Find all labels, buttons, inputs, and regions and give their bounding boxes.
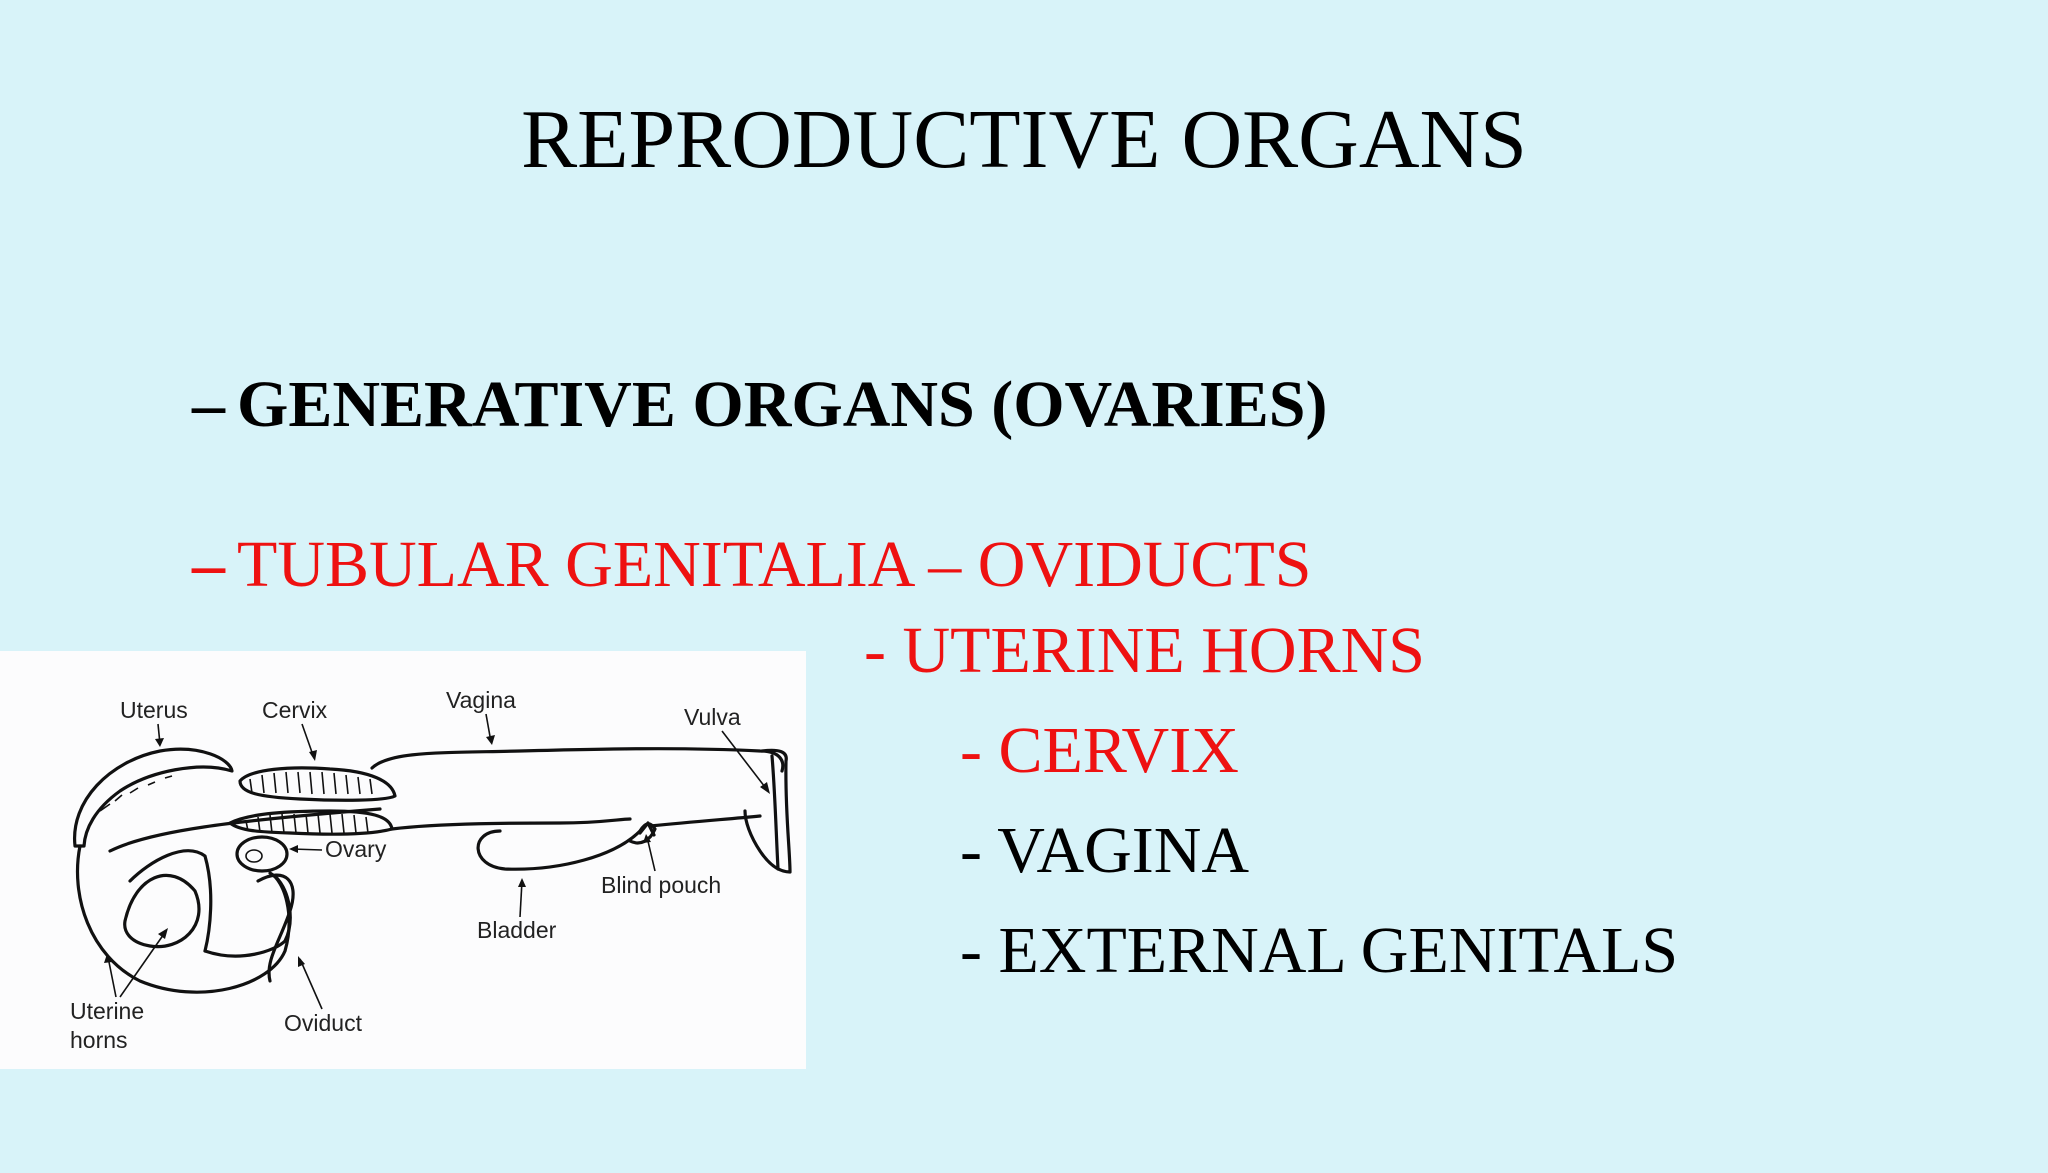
- vulva-shape: [743, 748, 792, 874]
- cervix-shape: [228, 766, 397, 836]
- sub-item-uterine-horns: - UTERINE HORNS: [864, 614, 1425, 687]
- uterus-shape: [73, 747, 382, 994]
- bullet-text: TUBULAR GENITALIA – OVIDUCTS: [237, 528, 1312, 601]
- ovary-shape: [235, 835, 295, 983]
- diagram-drawing: Uterus Cervix Vagina Vulva Ovary Blind p…: [70, 687, 792, 1053]
- bladder-shape: [476, 821, 657, 871]
- sub-item-cervix: - CERVIX: [960, 714, 1239, 787]
- bullet-generative-organs: –GENERATIVE ORGANS (OVARIES): [192, 372, 1327, 438]
- label-bladder: Bladder: [477, 917, 557, 943]
- label-uterine-horns-line2: horns: [70, 1027, 128, 1053]
- label-cervix: Cervix: [262, 697, 328, 723]
- bullet-tubular-genitalia: –TUBULAR GENITALIA – OVIDUCTS: [192, 532, 1311, 598]
- label-uterus: Uterus: [120, 697, 188, 723]
- sub-item-external-genitals: - EXTERNAL GENITALS: [960, 914, 1679, 987]
- bullet-text: GENERATIVE ORGANS (OVARIES): [237, 368, 1328, 441]
- label-vagina: Vagina: [446, 687, 516, 713]
- vagina-shape: [370, 747, 785, 831]
- bullet-dash: –: [192, 368, 225, 441]
- label-oviduct: Oviduct: [284, 1010, 363, 1036]
- slide-title: REPRODUCTIVE ORGANS: [521, 93, 1527, 186]
- pointer-arrows: [104, 713, 770, 1010]
- bullet-dash: –: [192, 528, 225, 601]
- sub-item-vagina: - VAGINA: [960, 814, 1250, 887]
- label-uterine-horns-line1: Uterine: [70, 998, 144, 1024]
- label-ovary: Ovary: [325, 836, 387, 862]
- label-vulva: Vulva: [684, 704, 741, 730]
- label-blind-pouch: Blind pouch: [601, 872, 721, 898]
- reproductive-tract-diagram: Uterus Cervix Vagina Vulva Ovary Blind p…: [0, 651, 806, 1069]
